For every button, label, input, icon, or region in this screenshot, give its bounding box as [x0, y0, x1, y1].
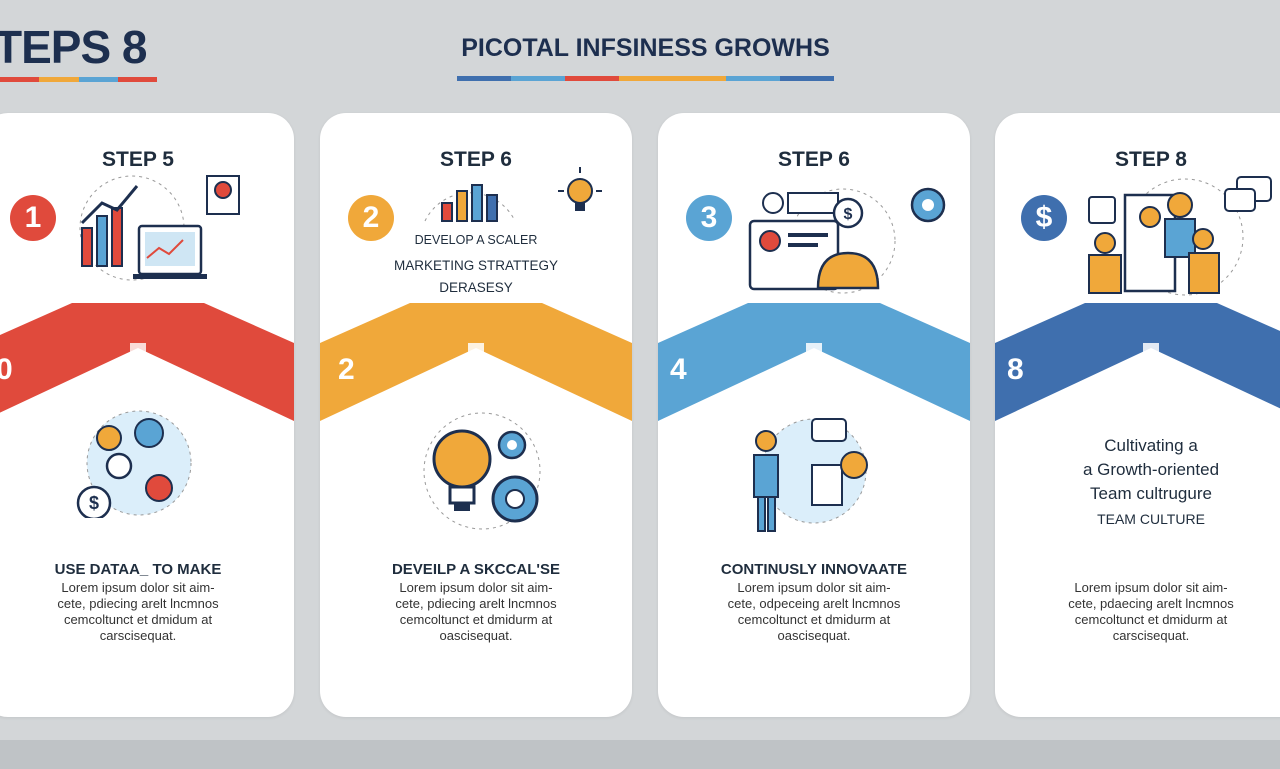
lightbulb-idea-icon — [558, 167, 602, 211]
chevron-number: 0 — [0, 353, 13, 386]
team-collaboration-icon — [1088, 178, 1244, 296]
step-label: STEP 5 — [102, 148, 174, 171]
step-card-2: STEP 6 2 DEVELOP A SCALER MARKETING STRA… — [320, 113, 632, 717]
culture-line-1: Cultivating a — [1104, 436, 1198, 455]
chevron-arrow — [0, 303, 294, 421]
card-description: Lorem ipsum dolor sit aim- cete, pdaecin… — [1068, 580, 1234, 643]
chevron-arrow — [658, 303, 970, 421]
svg-text:$: $ — [89, 493, 99, 513]
culture-caption: TEAM CULTURE — [1097, 511, 1205, 527]
strategy-line-1: DEVELOP A SCALER — [414, 233, 538, 247]
team-dashboard-icon: $ — [748, 187, 946, 294]
dollar-badge: $ — [1021, 195, 1067, 241]
step-card-3: STEP 6 3 $ 4 CONTINUSLY INNOVAATE Lorem … — [658, 113, 970, 717]
title-color-bar — [457, 76, 835, 81]
top-left-color-bar — [0, 77, 157, 82]
step-label: STEP 6 — [440, 148, 512, 171]
innovation-person-icon — [753, 418, 868, 532]
chevron-arrow — [320, 303, 632, 421]
svg-text:$: $ — [844, 206, 853, 223]
step-card-1: STEP 5 1 0 $ USE DATAA_ TO MAKE Lorem ip… — [0, 113, 294, 717]
growth-chart-icon — [79, 175, 240, 281]
step-badge: 2 — [348, 195, 394, 241]
step-card-4: STEP 8 $ 8 Cultivating a a Growth-orient… — [995, 113, 1280, 717]
chevron-number: 8 — [1007, 353, 1024, 386]
data-analysis-icon: $ — [76, 410, 192, 518]
strategy-line-2: MARKETING STRATTEGY — [393, 258, 558, 273]
chat-bubble-icon — [1224, 176, 1272, 212]
culture-line-3: Team cultrugure — [1090, 484, 1212, 503]
chevron-number: 4 — [670, 353, 687, 386]
step-badge: 1 — [10, 195, 56, 241]
card-description: Lorem ipsum dolor sit aim- cete, pdiecin… — [57, 580, 219, 643]
culture-line-2: a Growth-oriented — [1082, 460, 1220, 479]
chevron-number: 2 — [338, 353, 355, 386]
top-left-title: TEPS 8 — [0, 21, 148, 73]
step-label: STEP 8 — [1115, 148, 1187, 171]
step-badge: 3 — [686, 195, 732, 241]
card-description: Lorem ipsum dolor sit aim- cete, pdiecin… — [395, 580, 557, 643]
page-title: PICOTAL INFSINESS GROWHS — [461, 34, 830, 62]
bottom-band — [0, 740, 1280, 769]
chevron-arrow — [995, 303, 1280, 421]
bar-chart-icon — [424, 184, 516, 222]
lightbulb-gears-icon — [423, 412, 541, 530]
strategy-line-3: DERASESY — [439, 280, 513, 295]
card-heading: USE DATAA_ TO MAKE — [54, 561, 222, 578]
card-description: Lorem ipsum dolor sit aim- cete, odpecei… — [727, 580, 901, 643]
step-label: STEP 6 — [778, 148, 850, 171]
card-heading: DEVEILP A SKCCAL'SE — [391, 561, 561, 578]
card-heading: CONTINUSLY INNOVAATE — [720, 561, 908, 578]
